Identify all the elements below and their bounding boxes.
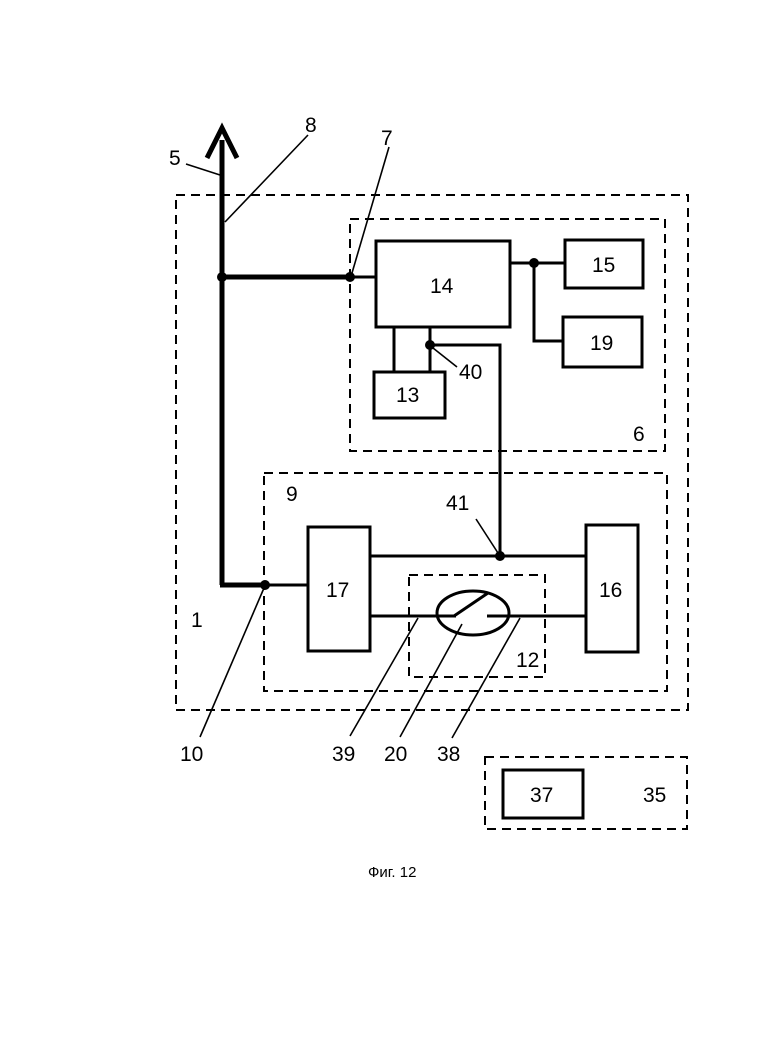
figure-caption: Фиг. 12 [368, 864, 416, 881]
label-41: 41 [446, 492, 469, 515]
junction-41 [495, 551, 505, 561]
label-16: 16 [599, 579, 622, 602]
junction-bus-top [217, 272, 227, 282]
junction-10 [260, 580, 270, 590]
leader-40 [433, 348, 457, 367]
label-1: 1 [191, 609, 203, 632]
label-12: 12 [516, 649, 539, 672]
label-37: 37 [530, 784, 553, 807]
label-40: 40 [459, 361, 482, 384]
leader-5 [186, 164, 220, 175]
label-8: 8 [305, 114, 317, 137]
junction-7 [345, 272, 355, 282]
leader-8 [225, 135, 308, 222]
label-19: 19 [590, 332, 613, 355]
label-39: 39 [332, 743, 355, 766]
label-38: 38 [437, 743, 460, 766]
label-17: 17 [326, 579, 349, 602]
leader-10 [200, 588, 264, 737]
label-9: 9 [286, 483, 298, 506]
label-14: 14 [430, 275, 454, 298]
switch-20-housing [437, 591, 509, 635]
label-6: 6 [633, 423, 645, 446]
leader-41 [476, 519, 498, 553]
switch-20-lever [454, 593, 488, 616]
label-10: 10 [180, 743, 203, 766]
label-7: 7 [381, 127, 393, 150]
junction-15-19 [529, 258, 539, 268]
label-35: 35 [643, 784, 666, 807]
label-15: 15 [592, 254, 615, 277]
label-5: 5 [169, 147, 181, 170]
label-13: 13 [396, 384, 419, 407]
wire-to-19 [534, 263, 563, 341]
label-20: 20 [384, 743, 407, 766]
